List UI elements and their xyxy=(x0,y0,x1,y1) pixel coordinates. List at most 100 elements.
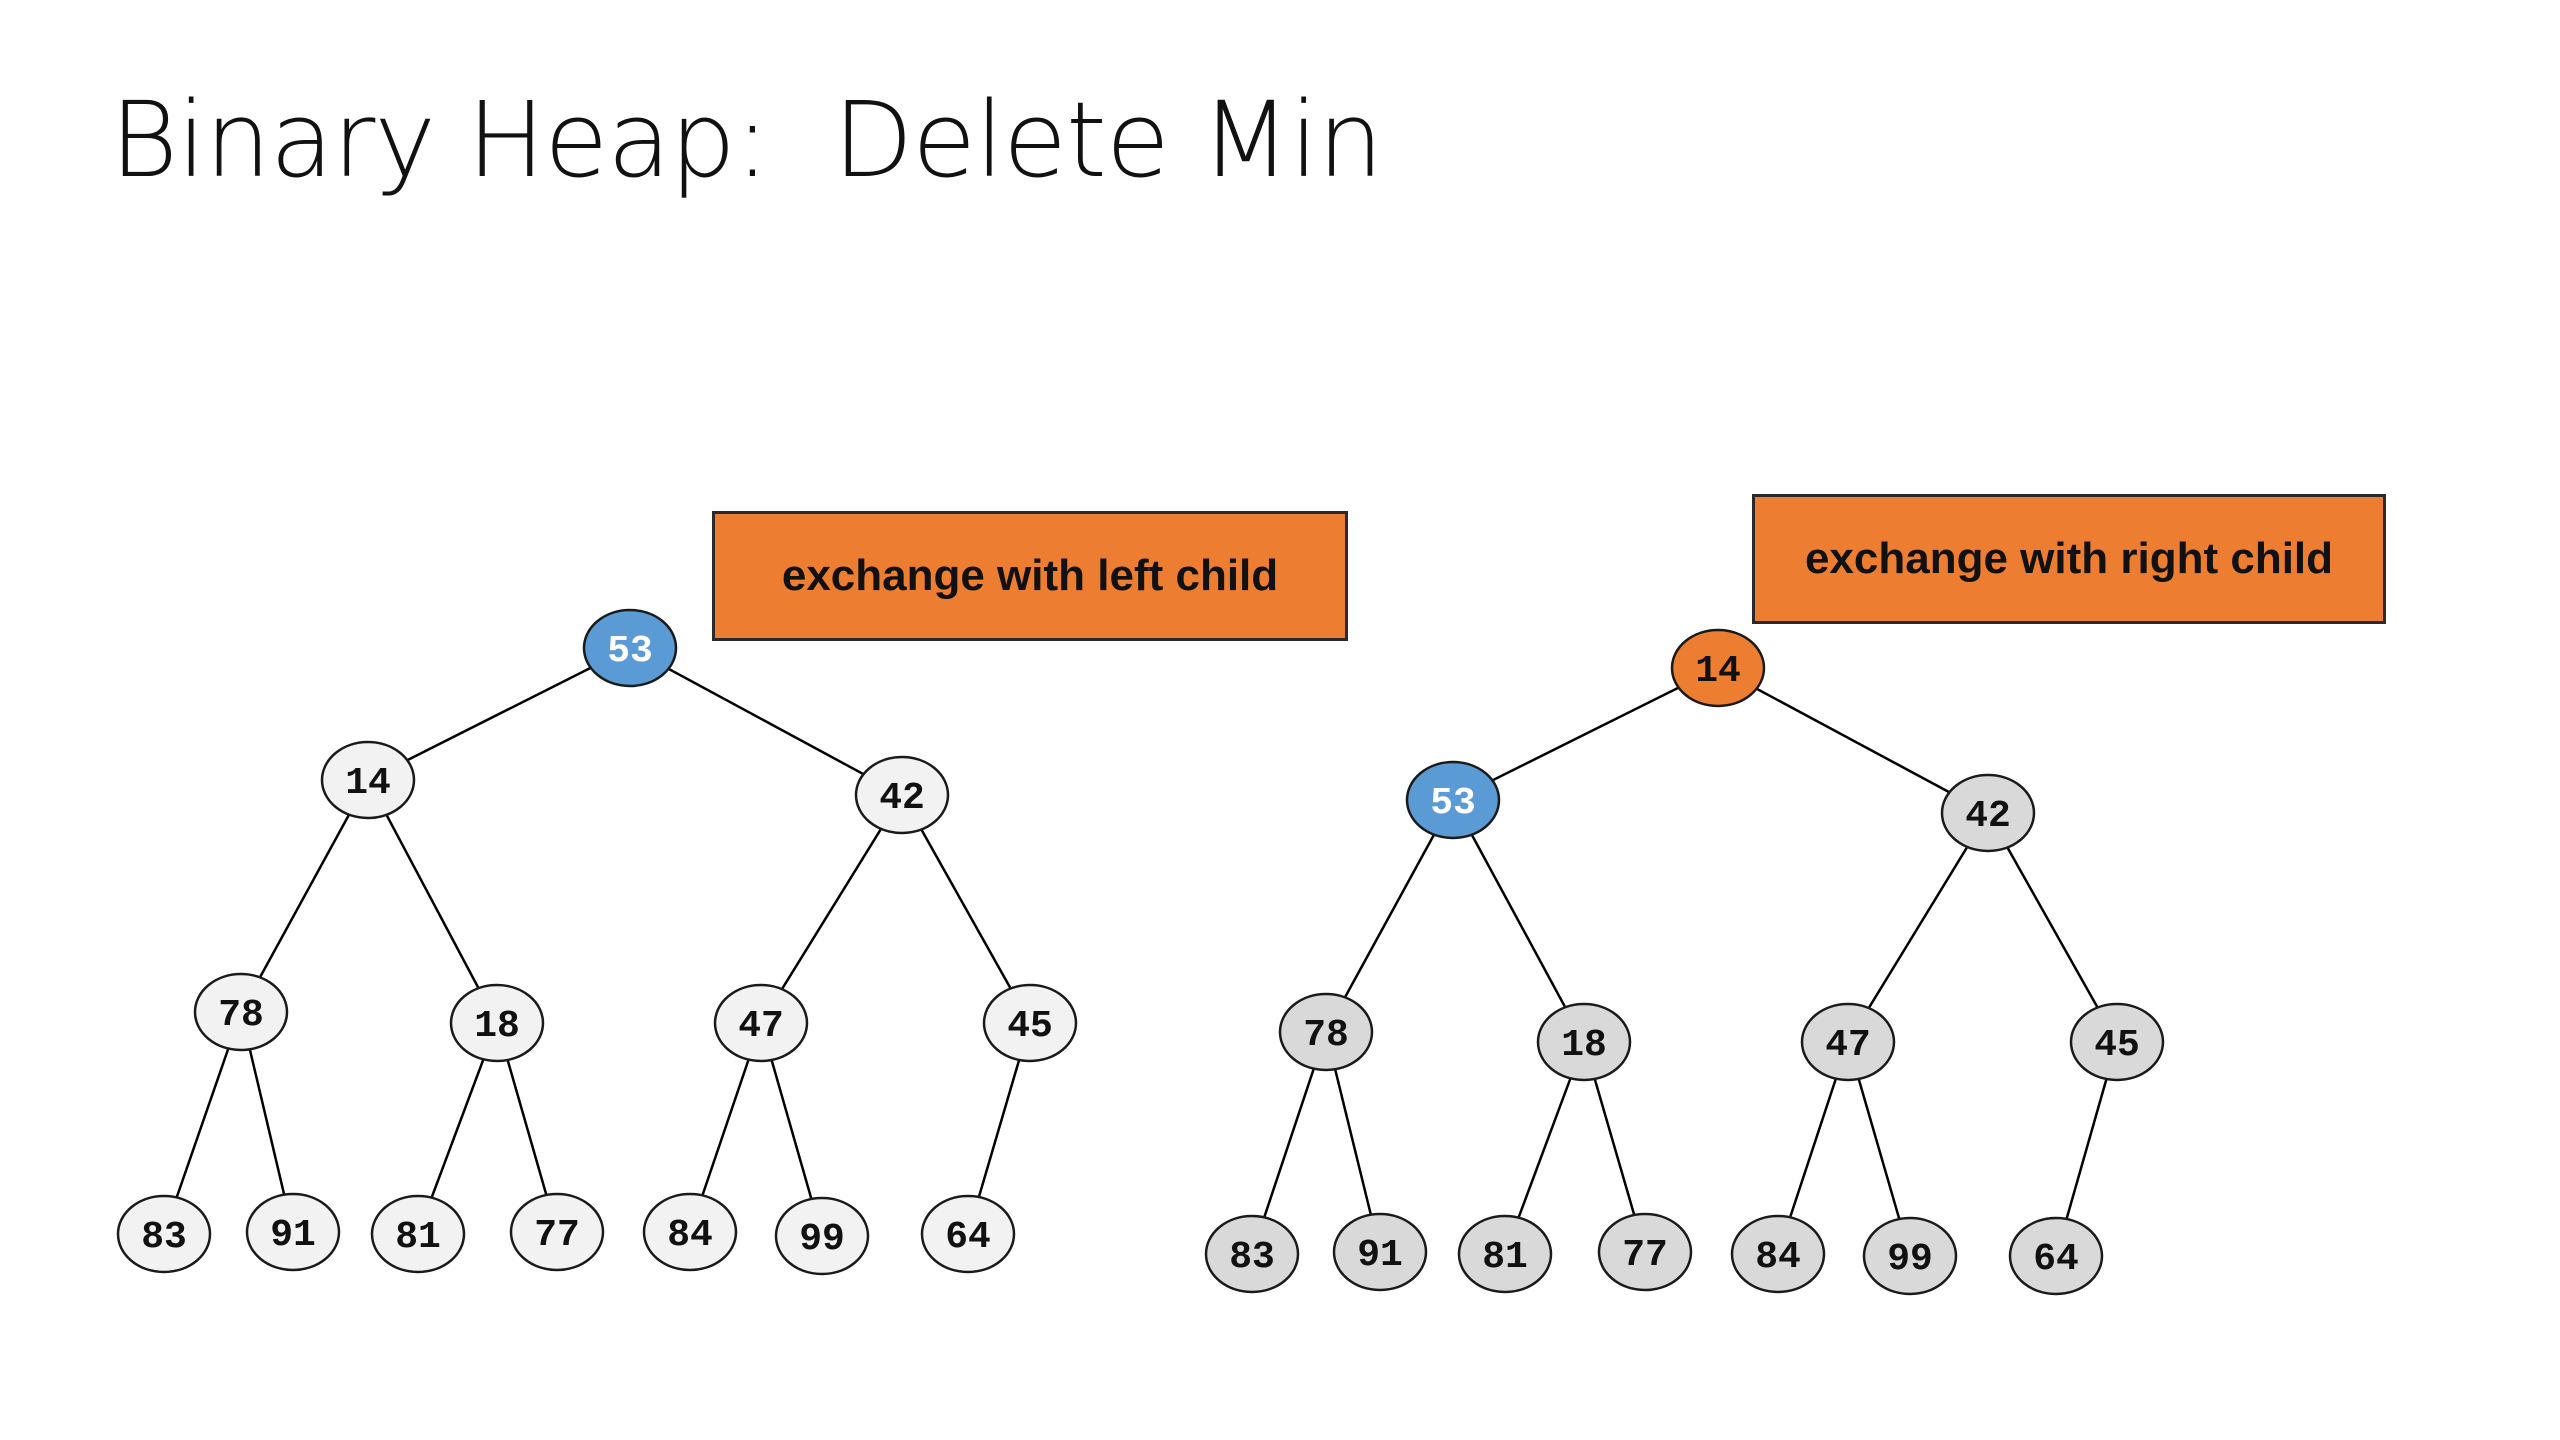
right-tree-edge xyxy=(1451,799,1586,1043)
right-tree-edge xyxy=(1717,666,1989,815)
node-circle xyxy=(245,1192,341,1272)
right-tree-edge xyxy=(1986,812,2119,1043)
node-circle xyxy=(642,1192,738,1272)
node-value: 81 xyxy=(395,1216,441,1259)
node-value: 53 xyxy=(1430,782,1476,825)
node-circle xyxy=(1940,773,2036,853)
right-tree-node-77: 77 xyxy=(1597,1212,1693,1292)
left-tree-node-47: 47 xyxy=(713,983,809,1063)
right-tree-node-83: 83 xyxy=(1204,1214,1300,1294)
node-value: 83 xyxy=(141,1216,187,1259)
slide-title: Binary Heap: Delete Min xyxy=(110,79,1383,201)
node-circle xyxy=(320,740,416,820)
node-value: 42 xyxy=(1965,795,2011,838)
node-value: 47 xyxy=(738,1005,784,1048)
node-circle xyxy=(1597,1212,1693,1292)
node-circle xyxy=(582,608,678,688)
right-tree-node-99: 99 xyxy=(1862,1216,1958,1296)
left-tree-node-91: 91 xyxy=(245,1192,341,1272)
node-value: 78 xyxy=(218,994,264,1037)
right-tree-edge xyxy=(1452,666,1719,802)
node-value: 81 xyxy=(1482,1236,1528,1279)
right-tree-node-78: 78 xyxy=(1278,992,1374,1072)
left-tree-edge xyxy=(367,646,631,782)
node-value: 91 xyxy=(270,1214,316,1257)
node-value: 84 xyxy=(1755,1236,1801,1279)
node-value: 99 xyxy=(1887,1238,1933,1281)
left-tree-node-42: 42 xyxy=(854,755,950,835)
right-tree-node-81: 81 xyxy=(1457,1214,1553,1294)
node-circle xyxy=(2069,1002,2165,1082)
right-tree-edge xyxy=(1324,799,1455,1033)
right-tree-node-47: 47 xyxy=(1800,1002,1896,1082)
node-value: 91 xyxy=(1357,1234,1403,1277)
node-value: 45 xyxy=(2094,1024,2140,1067)
left-tree-node-14: 14 xyxy=(320,740,416,820)
left-tree-node-99: 99 xyxy=(774,1196,870,1276)
left-tree-node-77: 77 xyxy=(509,1192,605,1272)
left-tree-node-83: 83 xyxy=(116,1194,212,1274)
left-tree-node-45: 45 xyxy=(982,983,1078,1063)
node-value: 45 xyxy=(1007,1005,1053,1048)
node-circle xyxy=(1332,1212,1428,1292)
node-value: 42 xyxy=(879,777,925,820)
left-tree-node-84: 84 xyxy=(642,1192,738,1272)
node-value: 84 xyxy=(667,1214,713,1257)
node-value: 77 xyxy=(534,1214,580,1257)
right-tree-node-45: 45 xyxy=(2069,1002,2165,1082)
node-circle xyxy=(854,755,950,835)
node-value: 14 xyxy=(1695,650,1741,693)
right-tree-edge xyxy=(1846,812,1990,1043)
node-circle xyxy=(370,1194,466,1274)
node-value: 64 xyxy=(2033,1238,2079,1281)
node-circle xyxy=(2008,1216,2104,1296)
node-circle xyxy=(116,1194,212,1274)
left-tree-node-53: 53 xyxy=(582,608,678,688)
left-tree-edge xyxy=(239,779,370,1013)
left-tree-node-18: 18 xyxy=(449,983,545,1063)
right-tree-node-84: 84 xyxy=(1730,1214,1826,1294)
left-tree-node-64: 64 xyxy=(920,1194,1016,1274)
right-tree-node-18: 18 xyxy=(1536,1002,1632,1082)
node-circle xyxy=(1405,760,1501,840)
node-circle xyxy=(713,983,809,1063)
node-circle xyxy=(1800,1002,1896,1082)
node-value: 78 xyxy=(1303,1014,1349,1057)
node-value: 14 xyxy=(345,762,391,805)
node-value: 47 xyxy=(1825,1024,1871,1067)
edges-layer xyxy=(162,646,2119,1257)
node-value: 77 xyxy=(1622,1234,1668,1277)
callout-exchange-left: exchange with left child xyxy=(712,511,1348,641)
right-tree-node-42: 42 xyxy=(1940,773,2036,853)
left-tree-edge xyxy=(900,794,1032,1024)
right-tree-node-53: 53 xyxy=(1405,760,1501,840)
node-circle xyxy=(1457,1214,1553,1294)
node-circle xyxy=(1670,628,1766,708)
node-circle xyxy=(1862,1216,1958,1296)
left-tree-node-81: 81 xyxy=(370,1194,466,1274)
node-value: 18 xyxy=(1561,1024,1607,1067)
node-circle xyxy=(1536,1002,1632,1082)
node-circle xyxy=(920,1194,1016,1274)
node-circle xyxy=(509,1192,605,1272)
left-tree-edge xyxy=(366,779,499,1024)
node-circle xyxy=(1204,1214,1300,1294)
node-circle xyxy=(774,1196,870,1276)
right-tree-node-14: 14 xyxy=(1670,628,1766,708)
right-tree-node-64: 64 xyxy=(2008,1216,2104,1296)
node-value: 53 xyxy=(607,630,653,673)
node-value: 99 xyxy=(799,1218,845,1261)
node-circle xyxy=(1730,1214,1826,1294)
nodes-layer: 53 14 42 78 18 47 45 83 91 81 77 84 99 64 14 53 42 78 18 47… xyxy=(116,608,2165,1296)
node-circle xyxy=(193,972,289,1052)
callout-exchange-right: exchange with right child xyxy=(1752,494,2386,624)
node-value: 18 xyxy=(474,1005,520,1048)
node-circle xyxy=(1278,992,1374,1072)
node-value: 64 xyxy=(945,1216,991,1259)
left-tree-node-78: 78 xyxy=(193,972,289,1052)
left-tree-edge xyxy=(759,794,904,1024)
left-tree-edge xyxy=(629,646,903,797)
node-value: 83 xyxy=(1229,1236,1275,1279)
right-tree-node-91: 91 xyxy=(1332,1212,1428,1292)
